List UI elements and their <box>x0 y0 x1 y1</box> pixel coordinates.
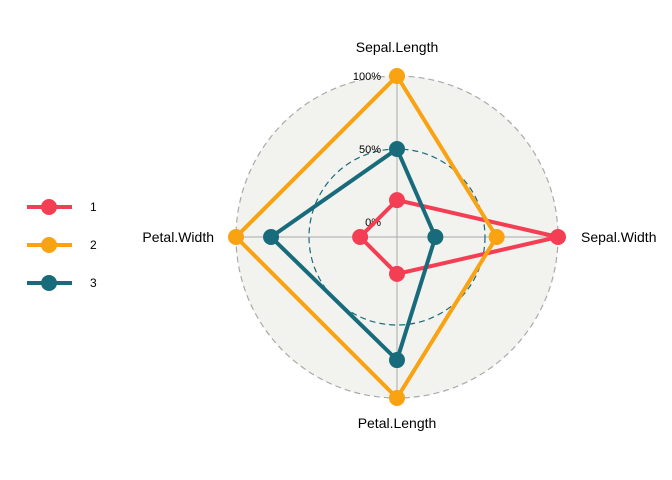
radar-plot: 0%50%100%Sepal.LengthSepal.WidthPetal.Le… <box>142 39 656 431</box>
series-point-2-Petal.Length <box>389 390 405 406</box>
series-point-1-Petal.Width <box>352 229 369 245</box>
legend-label: 3 <box>90 276 97 290</box>
grid-label: 100% <box>353 71 381 83</box>
axis-label-Petal.Width: Petal.Width <box>142 229 214 245</box>
series-point-2-Petal.Width <box>228 229 244 245</box>
series-point-2-Sepal.Length <box>389 68 405 84</box>
legend-key-point <box>41 237 57 253</box>
legend-key-point <box>41 275 57 291</box>
series-point-1-Sepal.Length <box>389 192 405 209</box>
legend-label: 2 <box>90 238 97 252</box>
axis-label-Sepal.Width: Sepal.Width <box>581 229 656 245</box>
legend-key-point <box>41 199 57 215</box>
series-point-3-Petal.Length <box>389 352 405 369</box>
series-point-3-Petal.Width <box>263 229 280 245</box>
legend: 1 2 3 <box>27 199 97 291</box>
series-point-3-Sepal.Width <box>427 229 444 245</box>
legend-label: 1 <box>90 200 97 214</box>
axis-label-Sepal.Length: Sepal.Length <box>356 39 439 55</box>
series-point-1-Sepal.Width <box>550 229 566 245</box>
series-point-1-Petal.Length <box>389 265 405 282</box>
axis-label-Petal.Length: Petal.Length <box>358 415 437 431</box>
series-point-3-Sepal.Length <box>389 141 405 157</box>
grid-label: 50% <box>359 144 381 156</box>
series-point-2-Sepal.Width <box>488 229 505 245</box>
